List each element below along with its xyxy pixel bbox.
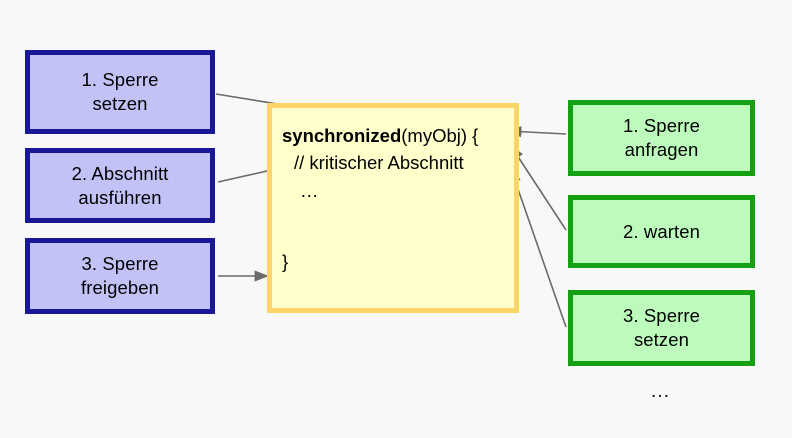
code-line-1-rest: (myObj) { [401,125,479,146]
code-line-comment: // kritischer Abschnitt [294,152,464,174]
arrow-warten-to-code [510,145,567,231]
code-line-synchronized: synchronized(myObj) { [282,122,504,149]
step-line-1: 3. Sperre [81,253,159,275]
wait-line-1: 1. Sperre [623,115,700,137]
step-line-1: 1. Sperre [81,69,159,91]
wait-box-sperre-setzen[interactable]: 3. Sperre setzen [568,290,755,366]
wait-box-warten[interactable]: 2. warten [568,195,755,268]
step-box-abschnitt-ausfuehren[interactable]: 2. Abschnitt ausführen [25,148,215,223]
wait-line-1: 3. Sperre [623,305,700,327]
arrow-setzen-green-to-code [510,168,567,328]
wait-box-sperre-anfragen[interactable]: 1. Sperre anfragen [568,100,755,176]
wait-line-1: 2. warten [623,220,700,242]
synchronized-code-block: synchronized(myObj) { // kritischer Absc… [267,103,519,313]
step-box-sperre-freigeben[interactable]: 3. Sperre freigeben [25,238,215,314]
code-line-ellipsis: … [300,179,321,201]
wait-line-2: anfragen [624,139,699,160]
right-column-ellipsis: … [650,380,673,402]
step-line-2: ausführen [78,186,162,208]
step-line-2: setzen [92,93,148,114]
step-box-sperre-setzen[interactable]: 1. Sperre setzen [25,50,215,134]
keyword-synchronized: synchronized [282,125,402,146]
step-line-1: 2. Abschnitt [71,162,169,184]
wait-line-2: setzen [633,329,690,350]
step-line-2: freigeben [80,277,160,298]
code-line-closing-brace: } [282,251,289,273]
